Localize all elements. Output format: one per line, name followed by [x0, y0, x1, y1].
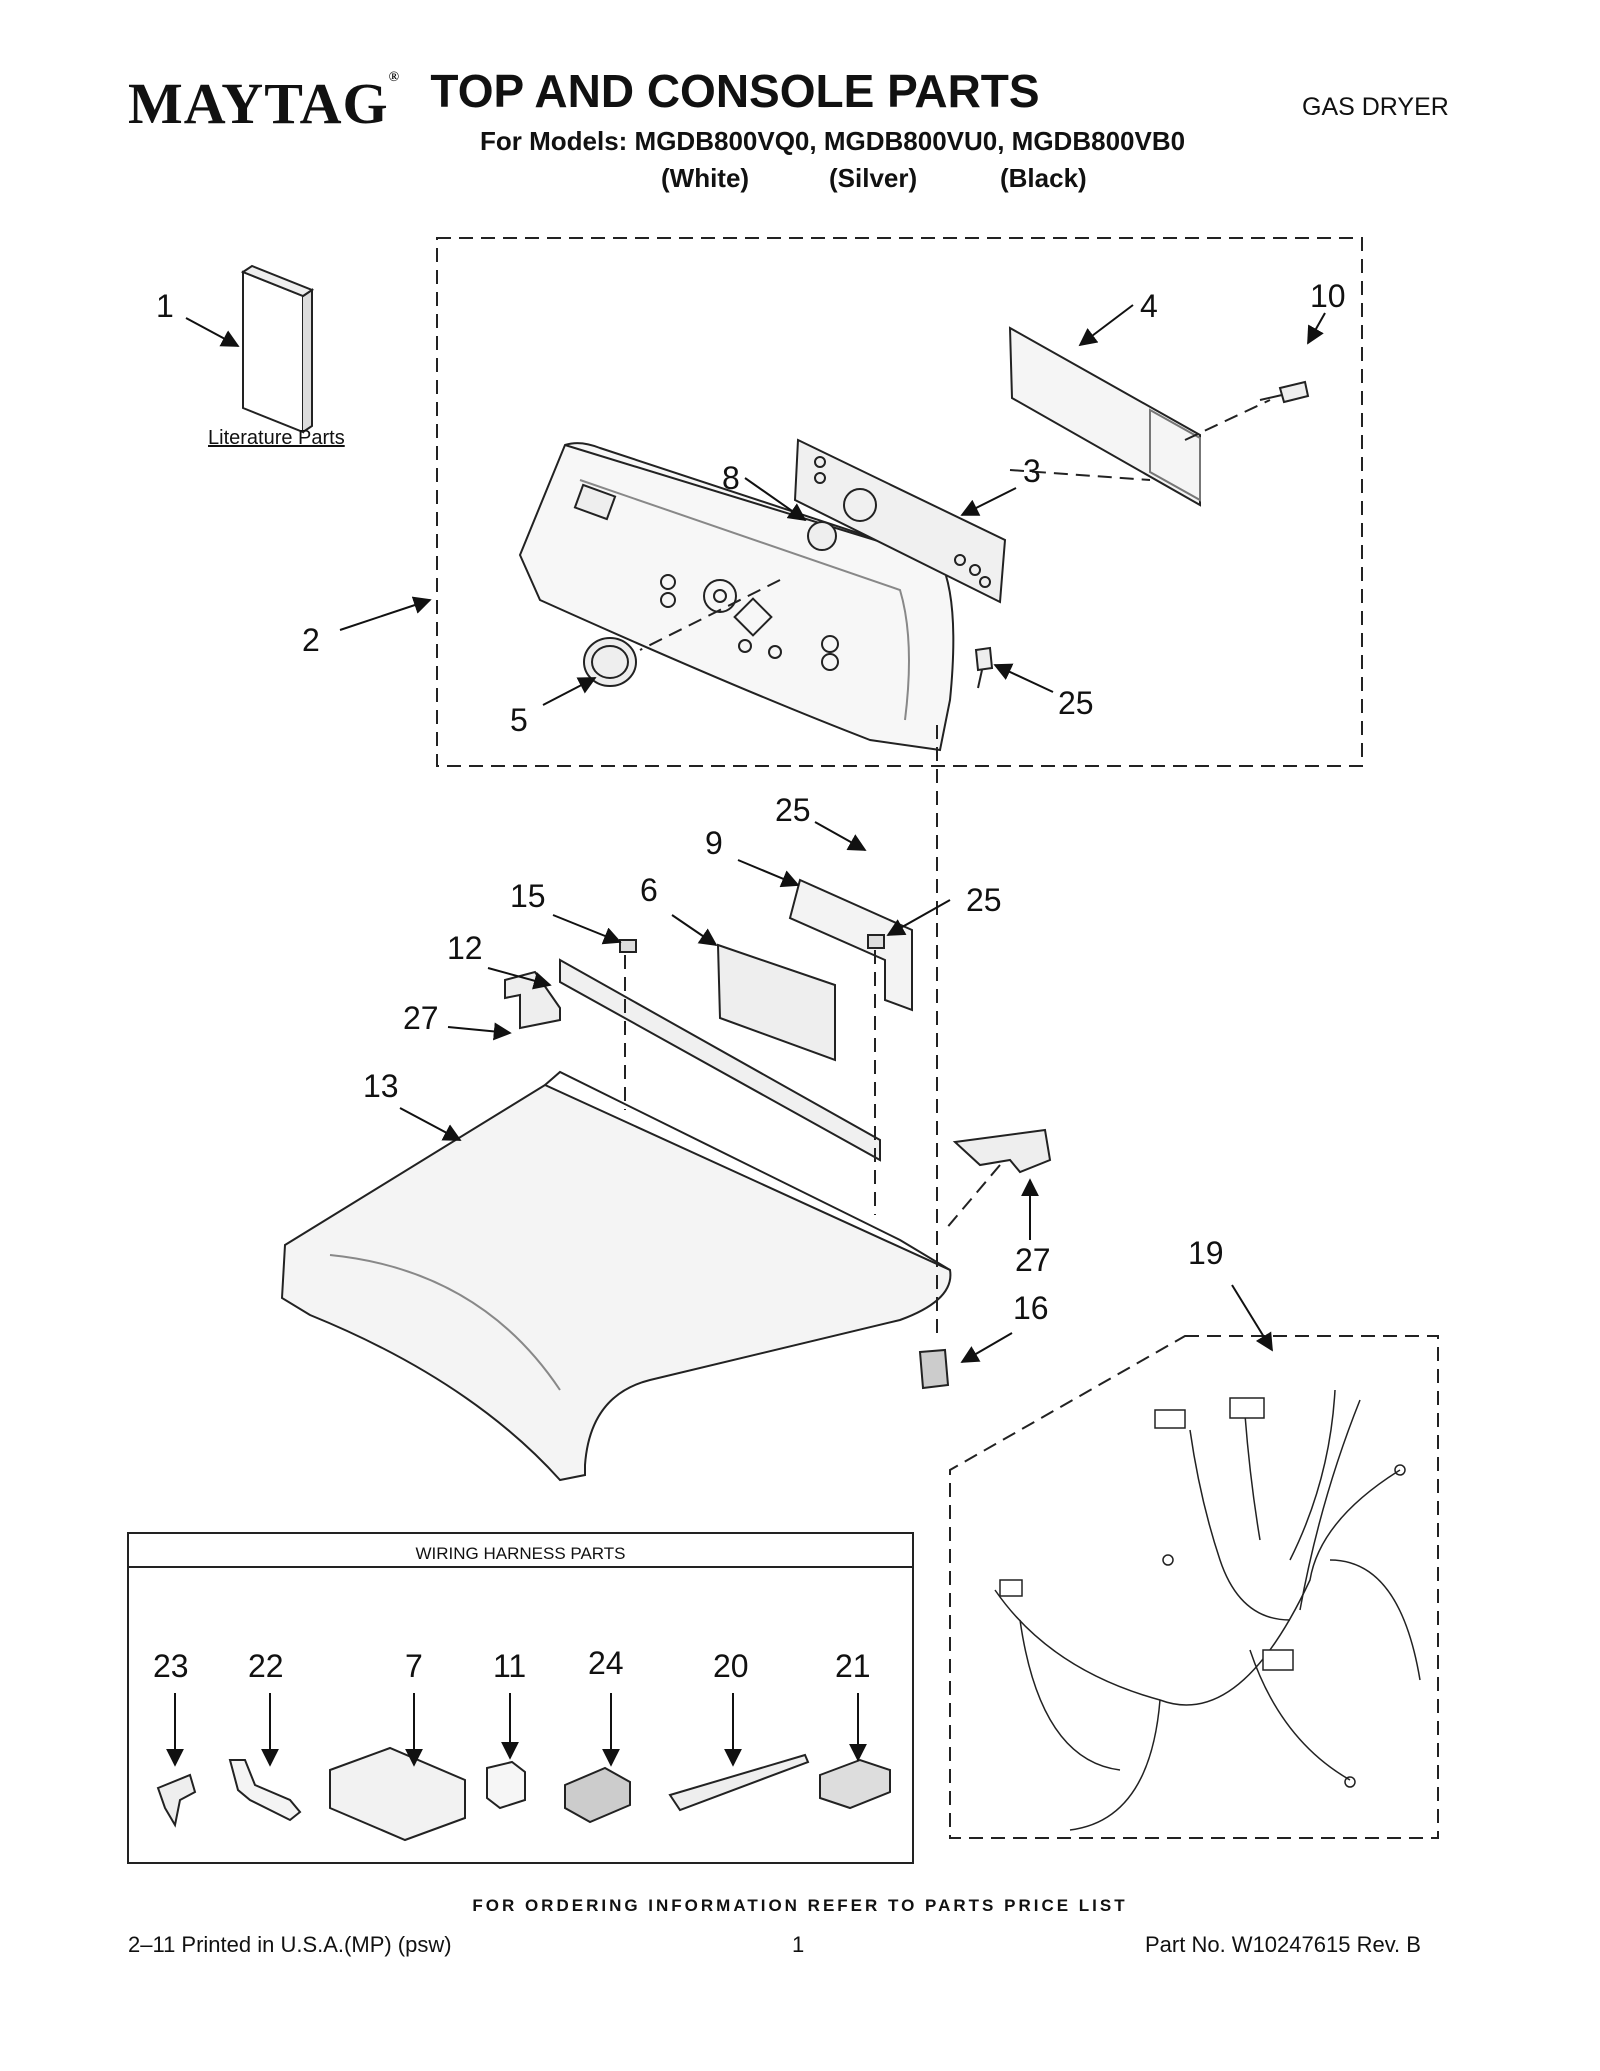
screw-25-top [974, 646, 994, 689]
wiring-harness-parts-title: WIRING HARNESS PARTS [415, 1544, 626, 1563]
callout-12: 12 [447, 930, 483, 966]
screw-10 [1259, 380, 1310, 404]
color-white: (White) [661, 163, 750, 193]
part-number: Part No. W10247615 Rev. B [1145, 1932, 1421, 1957]
callout-15: 15 [510, 878, 546, 914]
callout-9: 9 [705, 825, 723, 861]
wiring-harness [994, 1389, 1421, 1831]
callout-6: 6 [640, 872, 658, 908]
callout-11: 11 [493, 1648, 527, 1684]
brand-logo: MAYTAG® [128, 70, 401, 136]
wiring-harness-panel [127, 1532, 914, 1864]
ui-control-board [793, 438, 1007, 604]
part-22-terminal [228, 1759, 302, 1822]
foot-clip [918, 1348, 950, 1390]
callout-20: 20 [713, 1648, 749, 1684]
part-7-connector-block [329, 1746, 466, 1842]
callout-2: 2 [302, 622, 320, 658]
part-21-terminal-block [819, 1758, 891, 1810]
part-11-plug [486, 1760, 526, 1810]
callout-16: 16 [1013, 1290, 1049, 1326]
rear-bracket [1008, 326, 1201, 507]
callout-5: 5 [510, 702, 528, 738]
knob [583, 637, 637, 687]
callout-24: 24 [588, 1645, 624, 1681]
callout-1: 1 [156, 288, 174, 324]
color-silver: (Silver) [829, 163, 918, 193]
callout-4: 4 [1140, 288, 1158, 324]
console-assembly-box [436, 237, 1363, 767]
callout-25-top: 25 [775, 792, 811, 828]
screw-15 [619, 939, 637, 953]
ordering-note: FOR ORDERING INFORMATION REFER TO PARTS … [472, 1896, 1128, 1915]
part-20-tie-strap [668, 1753, 810, 1812]
callout-3: 3 [1023, 453, 1041, 489]
screw-25-right [867, 934, 885, 949]
callout-27-left: 27 [403, 1000, 439, 1036]
callout-19: 19 [1188, 1235, 1224, 1271]
callout-8: 8 [722, 460, 740, 496]
electronic-control-board [716, 943, 836, 1062]
color-black: (Black) [1000, 163, 1087, 193]
harness-holddown [559, 958, 881, 1162]
callout-21: 21 [835, 1648, 871, 1684]
callout-27-right: 27 [1015, 1242, 1051, 1278]
callout-22: 22 [248, 1648, 284, 1684]
part-24-connector [564, 1766, 631, 1824]
dryer-top-panel [280, 1070, 952, 1482]
literature-booklet [240, 264, 315, 434]
foam-pad-right [952, 1128, 1052, 1174]
page-number: 1 [792, 1932, 805, 1957]
mounting-bracket [788, 878, 913, 1012]
harness-box [949, 1335, 1439, 1839]
print-info: 2–11 Printed in U.S.A.(MP) (psw) [128, 1932, 452, 1957]
page-title: TOP AND CONSOLE PARTS [430, 65, 1040, 117]
literature-parts-label: Literature Parts [208, 427, 345, 449]
callout-25-right: 25 [966, 882, 1002, 918]
document-type: GAS DRYER [1302, 93, 1449, 121]
callout-23: 23 [153, 1648, 189, 1684]
model-numbers: For Models: MGDB800VQ0, MGDB800VU0, MGDB… [480, 126, 1186, 156]
seal [807, 521, 837, 551]
callout-13: 13 [363, 1068, 399, 1104]
callout-10: 10 [1310, 278, 1346, 314]
part-23-clip [156, 1773, 197, 1828]
callout-7: 7 [405, 1648, 423, 1684]
callout-25-console: 25 [1058, 685, 1094, 721]
